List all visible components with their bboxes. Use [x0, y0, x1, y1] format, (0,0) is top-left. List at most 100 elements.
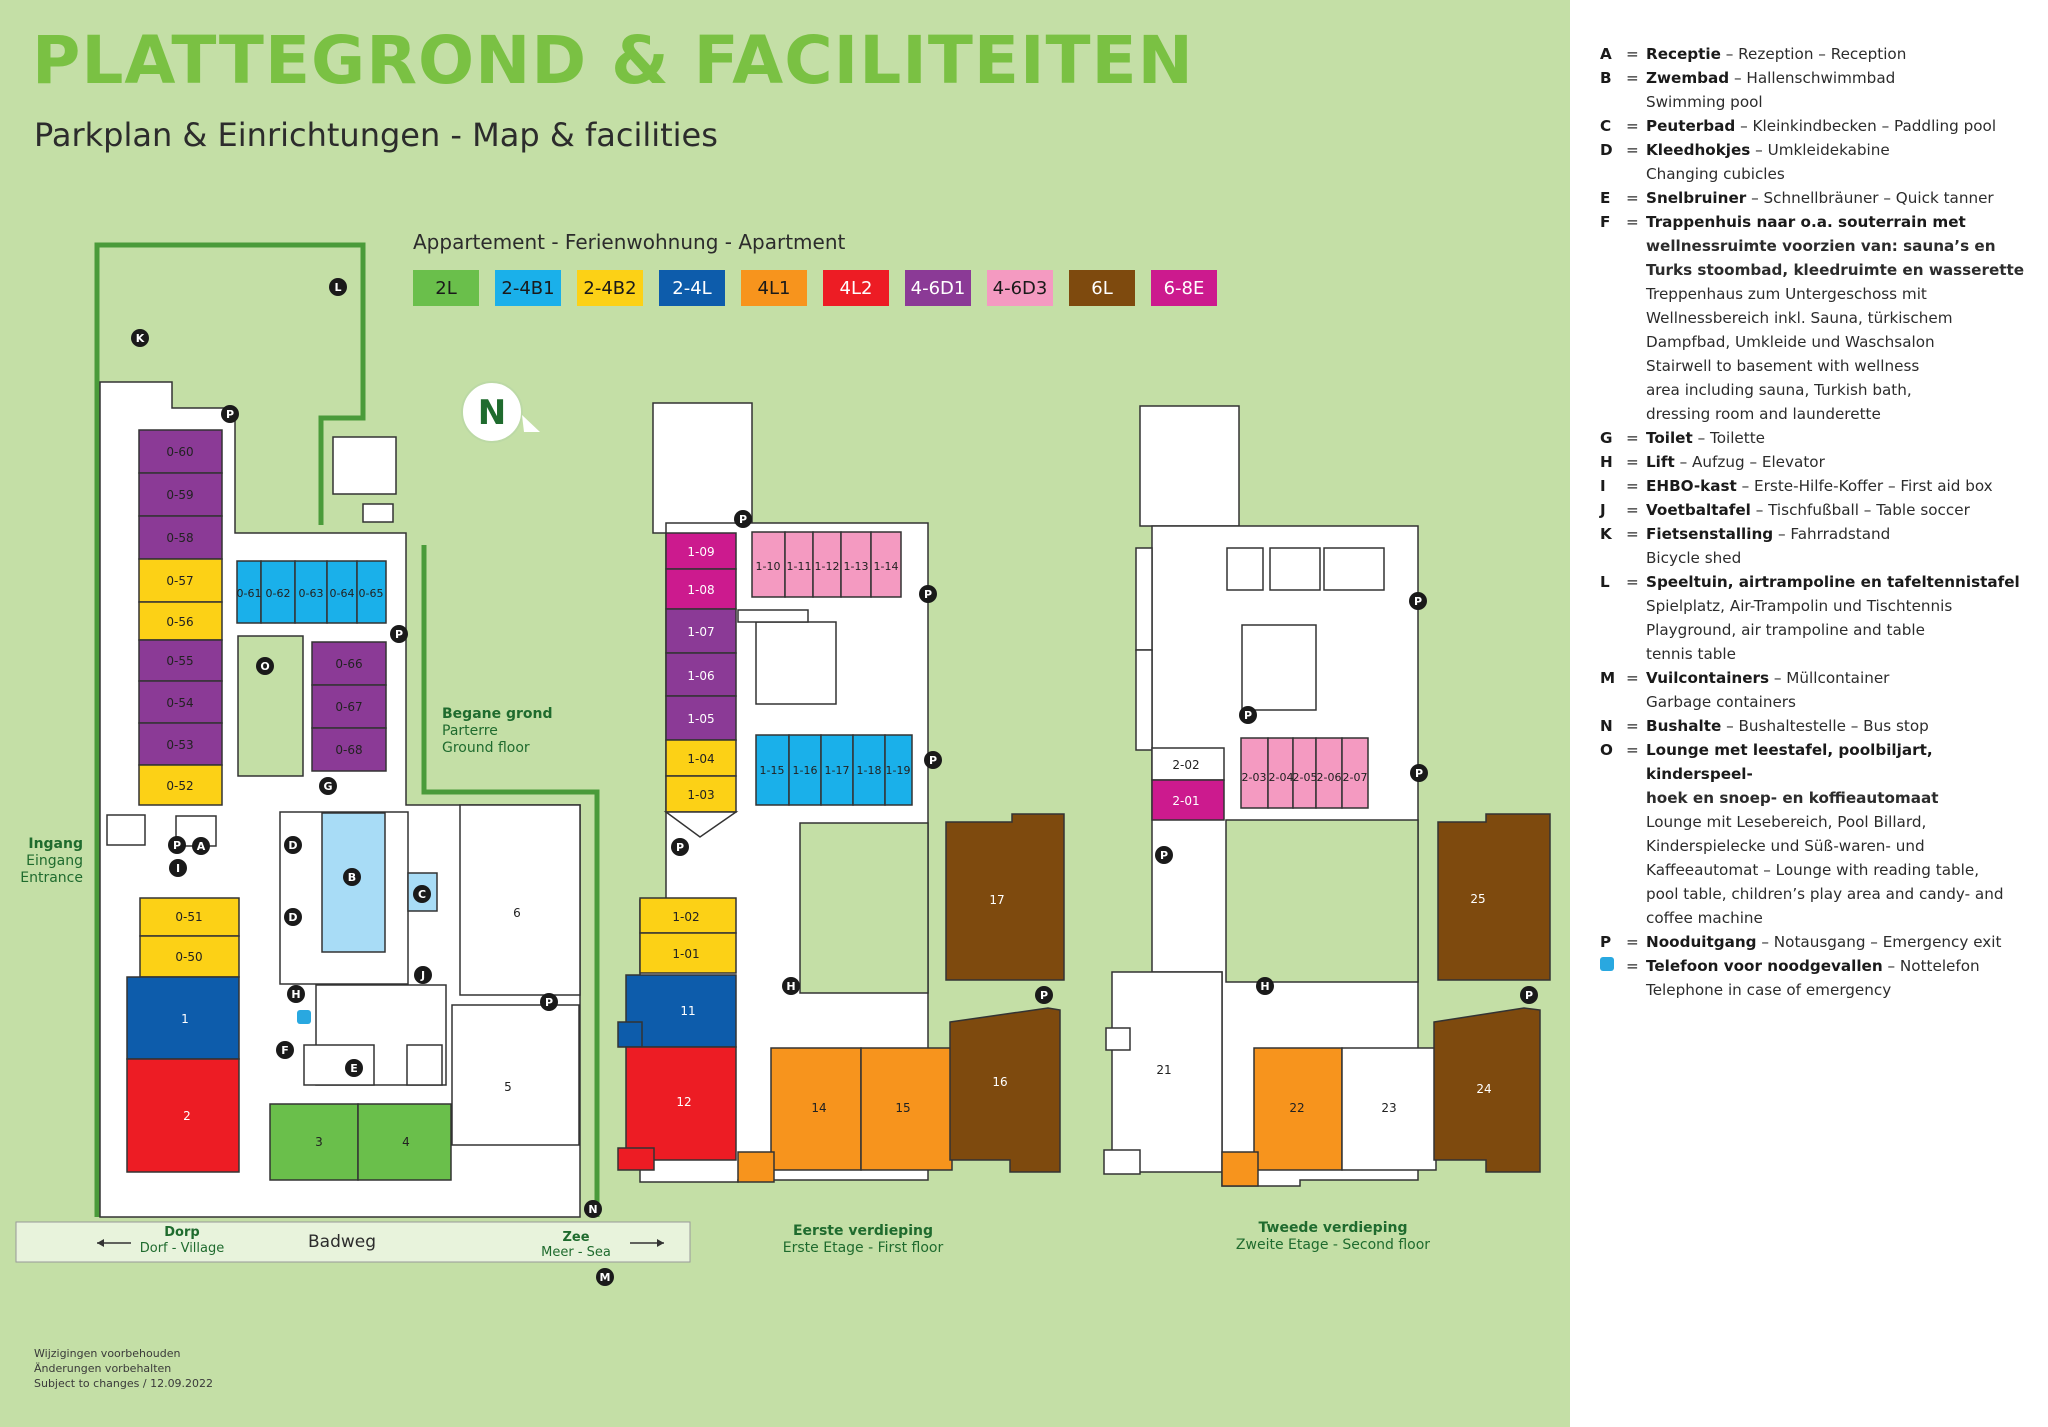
swatch-6l: 6L — [1069, 270, 1135, 306]
legend-item-l: L=Speeltuin, airtrampoline en tafeltenni… — [1600, 570, 2040, 594]
legend-key: N — [1600, 717, 1613, 735]
unit-1-07: 1-07 — [687, 625, 714, 639]
legend-continuation: Telephone in case of emergency — [1600, 978, 2040, 1002]
legend-title: Speeltuin, airtrampoline en tafeltennist… — [1646, 573, 2020, 591]
marker-l: L — [329, 278, 347, 296]
legend-title: wellnessruimte voorzien van: sauna’s en — [1646, 237, 1996, 255]
swatch-4l1: 4L1 — [741, 270, 807, 306]
disclaimer-line: Wijzigingen voorbehouden — [34, 1347, 181, 1360]
unit-11: 11 — [680, 1004, 695, 1018]
unit-0-51: 0-51 — [175, 910, 202, 924]
unit-0-56: 0-56 — [166, 615, 193, 629]
unit-24: 24 — [1476, 1082, 1491, 1096]
apartment-legend-label: Appartement - Ferienwohnung - Apartment — [413, 230, 846, 254]
legend-item-tel: =Telefoon voor noodgevallen – Nottelefon — [1600, 954, 2040, 978]
unit-1-17: 1-17 — [825, 764, 850, 777]
marker-p-14: P — [1520, 986, 1538, 1004]
legend-item-e: E=Snelbruiner – Schnellbräuner – Quick t… — [1600, 186, 2040, 210]
legend-text: Vuilcontainers – Müllcontainer — [1646, 666, 2040, 690]
disclaimer-line: Änderungen vorbehalten — [34, 1362, 172, 1375]
swatch-4-6d1: 4-6D1 — [905, 270, 971, 306]
unit-2-06: 2-06 — [1317, 771, 1342, 784]
legend-equals: = — [1626, 477, 1639, 495]
unit-1-16: 1-16 — [793, 764, 818, 777]
map-area: PLATTEGROND & FACILITEITEN Parkplan & Ei… — [0, 0, 1570, 1427]
marker-p-6: P — [919, 585, 937, 603]
unit-14: 14 — [811, 1101, 826, 1115]
legend-continuation: Dampfbad, Umkleide und Waschsalon — [1600, 330, 2040, 354]
svg-text:P: P — [924, 588, 932, 601]
first-floor-label: Eerste verdieping — [793, 1223, 933, 1239]
unit-25: 25 — [1470, 892, 1485, 906]
ground-floor-label-en: Ground floor — [442, 740, 530, 756]
marker-p-1: P — [221, 405, 239, 423]
marker-m: M — [596, 1268, 614, 1286]
svg-text:P: P — [1040, 989, 1048, 1002]
legend-continuation: Turks stoombad, kleedruimte en wasserett… — [1600, 258, 2040, 282]
legend-equals: = — [1626, 69, 1639, 87]
second-floor-label: Tweede verdieping — [1259, 1220, 1408, 1236]
unit-0-63: 0-63 — [299, 587, 324, 600]
unit-1-06: 1-06 — [687, 669, 714, 683]
unit-21: 21 — [1156, 1063, 1171, 1077]
legend-desc: Kinderspielecke und Süß-waren- und — [1646, 837, 1925, 855]
unit-1-19: 1-19 — [886, 764, 911, 777]
legend-continuation: Swimming pool — [1600, 90, 2040, 114]
legend-continuation: Bicycle shed — [1600, 546, 2040, 570]
legend-continuation: area including sauna, Turkish bath, — [1600, 378, 2040, 402]
page-subtitle: Parkplan & Einrichtungen - Map & facilit… — [34, 116, 718, 154]
marker-n: N — [584, 1200, 602, 1218]
legend-continuation: tennis table — [1600, 642, 2040, 666]
legend-text: Telefoon voor noodgevallen – Nottelefon — [1646, 954, 2040, 978]
legend-key: H — [1600, 453, 1613, 471]
marker-h-first: H — [782, 977, 800, 995]
unit-0-62: 0-62 — [266, 587, 291, 600]
legend-key: D — [1600, 141, 1613, 159]
legend-text: Zwembad – Hallenschwimmbad — [1646, 66, 2040, 90]
legend-text: Voetbaltafel – Tischfußball – Table socc… — [1646, 498, 2040, 522]
legend-continuation: Kinderspielecke und Süß-waren- und — [1600, 834, 2040, 858]
svg-text:P: P — [1244, 709, 1252, 722]
road-badweg: Badweg Dorp Dorf - Village Zee Meer - Se… — [15, 1221, 691, 1263]
second-floor-labels: 2-02 2-01 2-03 2-04 2-05 2-06 2-07 21 22… — [1156, 758, 1491, 1115]
legend-title: Peuterbad — [1646, 117, 1736, 135]
first-floor-labels: 1-09 1-08 1-07 1-06 1-05 1-04 1-03 1-02 … — [672, 545, 1007, 1115]
legend-continuation: Lounge mit Lesebereich, Pool Billard, — [1600, 810, 2040, 834]
legend-title: EHBO-kast — [1646, 477, 1737, 495]
legend-item-b: B=Zwembad – Hallenschwimmbad — [1600, 66, 2040, 90]
svg-text:P: P — [173, 839, 181, 852]
svg-text:J: J — [420, 969, 425, 982]
unit-0-57: 0-57 — [166, 574, 193, 588]
compass-north-icon: N — [461, 381, 540, 443]
unit-2-07: 2-07 — [1343, 771, 1368, 784]
legend-title: Lounge met leestafel, poolbiljart, kinde… — [1646, 741, 1933, 783]
svg-text:E: E — [350, 1062, 358, 1075]
legend-desc: Playground, air trampoline and table — [1646, 621, 1925, 639]
legend-key: E — [1600, 189, 1611, 207]
marker-d-2: D — [284, 908, 302, 926]
legend-equals: = — [1626, 525, 1639, 543]
unit-0-60: 0-60 — [166, 445, 193, 459]
legend-desc: Kaffeeautomat – Lounge with reading tabl… — [1646, 861, 1980, 879]
svg-text:P: P — [929, 754, 937, 767]
legend-equals: = — [1626, 573, 1639, 591]
svg-text:P: P — [1415, 767, 1423, 780]
svg-text:F: F — [281, 1044, 289, 1057]
unit-2-01: 2-01 — [1172, 794, 1199, 808]
swatch-2-4b1: 2-4B1 — [495, 270, 561, 306]
legend-equals: = — [1626, 453, 1639, 471]
legend-equals: = — [1626, 717, 1639, 735]
legend-desc: Wellnessbereich inkl. Sauna, türkischem — [1646, 309, 1953, 327]
legend-item-k: K=Fietsenstalling – Fahrradstand — [1600, 522, 2040, 546]
legend-desc: Bicycle shed — [1646, 549, 1742, 567]
legend-item-n: N=Bushalte – Bushaltestelle – Bus stop — [1600, 714, 2040, 738]
legend-item-o: O=Lounge met leestafel, poolbiljart, kin… — [1600, 738, 2040, 786]
unit-17: 17 — [989, 893, 1004, 907]
unit-1-10: 1-10 — [756, 560, 781, 573]
unit-0-55: 0-55 — [166, 654, 193, 668]
emergency-phone-icon — [1600, 954, 1626, 978]
unit-1-14: 1-14 — [874, 560, 899, 573]
unit-1-08: 1-08 — [687, 583, 714, 597]
